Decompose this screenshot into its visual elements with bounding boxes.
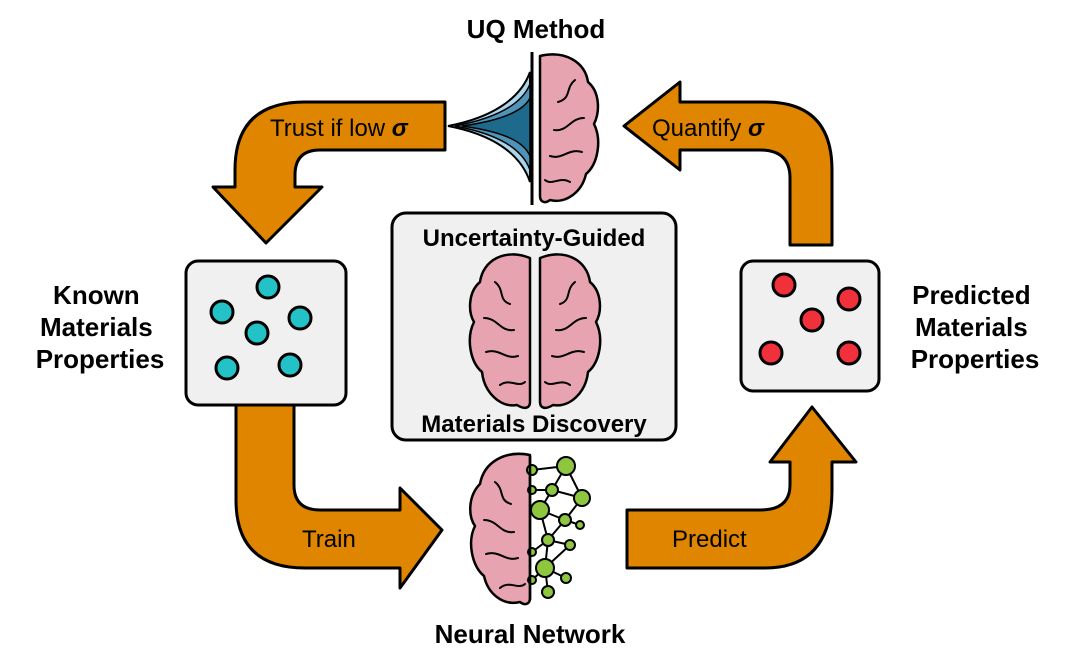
network-node [530, 500, 550, 520]
quantify-arrow [622, 80, 834, 247]
train-arrow [234, 403, 444, 590]
trust-arrow-label: Trust if low σ [270, 115, 409, 142]
network-node [535, 558, 555, 578]
network-node [573, 489, 591, 507]
predicted-dot [836, 286, 862, 312]
center-box [390, 211, 678, 442]
quantify-arrow-label: Quantify σ [652, 115, 765, 142]
predict-arrow-label: Predict [672, 526, 747, 553]
network-node [558, 513, 572, 527]
network-node [541, 533, 555, 547]
network-node [526, 464, 538, 476]
brain-icon [468, 253, 602, 410]
predicted-dot [836, 340, 862, 366]
predicted-dot [771, 272, 797, 298]
predicted-dot [799, 307, 825, 333]
predicted-materials-label: Predicted Materials Properties [911, 280, 1040, 374]
network-node [575, 520, 585, 530]
known-dot [287, 305, 313, 331]
known-dot [255, 274, 281, 300]
predict-arrow [625, 405, 858, 570]
known-dot [214, 355, 240, 381]
network-node [541, 585, 555, 599]
predicted-materials-dots [758, 272, 862, 366]
known-dot [209, 299, 235, 325]
predicted-dot [758, 340, 784, 366]
network-node [560, 572, 572, 584]
known-dot [244, 320, 270, 346]
known-materials-label: Known Materials Properties [36, 280, 165, 374]
center-bottom-label: Materials Discovery [421, 411, 647, 438]
known-materials-dots [209, 274, 313, 381]
center-top-label: Uncertainty-Guided [423, 225, 646, 252]
network-node [564, 539, 576, 551]
network-node [545, 483, 559, 497]
neural-network-label: Neural Network [435, 619, 626, 649]
uq-method-icon [447, 52, 600, 205]
neural-network-icon [469, 452, 591, 606]
train-arrow-label: Train [302, 526, 356, 553]
network-node [556, 456, 576, 476]
known-dot [277, 352, 303, 378]
uq-method-label: UQ Method [467, 14, 606, 44]
trust-arrow [211, 100, 447, 245]
